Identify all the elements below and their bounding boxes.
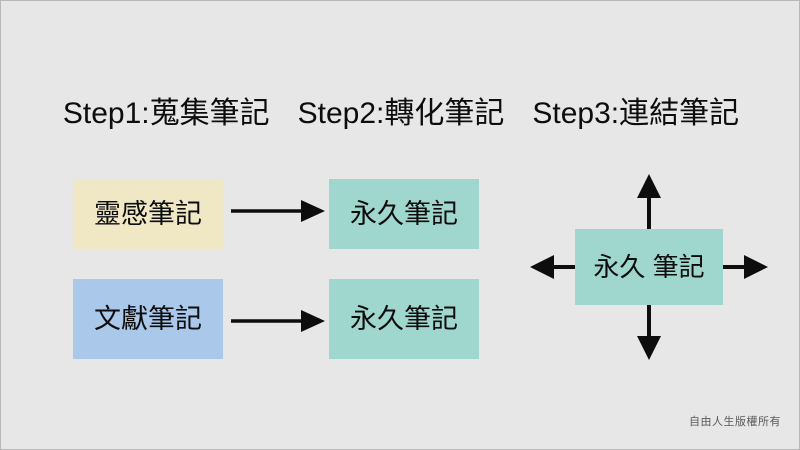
step-headings-row: Step1:蒐集筆記 Step2:轉化筆記 Step3:連結筆記 bbox=[1, 97, 799, 130]
box-permanent-note-2: 永久筆記 bbox=[329, 279, 479, 359]
arrow-up-icon-hub bbox=[637, 174, 661, 229]
box-inspiration-note: 靈感筆記 bbox=[73, 179, 223, 249]
arrow-right-icon-hub bbox=[723, 255, 768, 279]
arrow-right-icon-row2 bbox=[231, 310, 325, 332]
box-permanent-note-hub: 永久 筆記 bbox=[575, 229, 723, 305]
heading-step3: Step3:連結筆記 bbox=[532, 97, 740, 130]
box-permanent-note-1: 永久筆記 bbox=[329, 179, 479, 249]
heading-step2: Step2:轉化筆記 bbox=[297, 97, 505, 130]
arrow-down-icon-hub bbox=[637, 305, 661, 360]
arrow-left-icon-hub bbox=[530, 255, 575, 279]
heading-step1: Step1:蒐集筆記 bbox=[62, 97, 270, 130]
copyright-credit: 自由人生版權所有 bbox=[689, 416, 781, 428]
box-literature-note: 文獻筆記 bbox=[73, 279, 223, 359]
arrow-right-icon-row1 bbox=[231, 200, 325, 222]
